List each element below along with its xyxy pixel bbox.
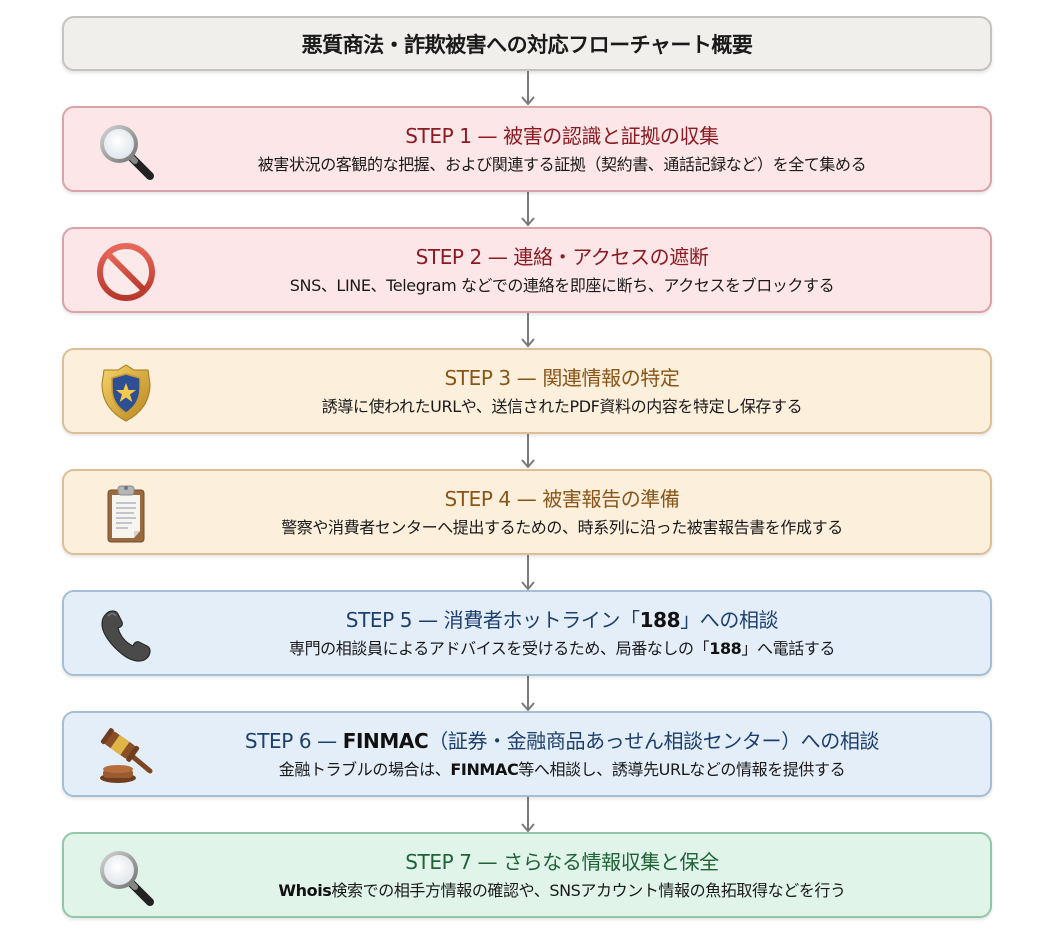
flowchart-title: 悪質商法・詐欺被害への対応フローチャート概要 [301, 32, 753, 57]
step-3-heading: STEP 3 — 関連情報の特定 [444, 366, 680, 390]
prohibited-icon [94, 241, 158, 303]
step-3-box: STEP 3 — 関連情報の特定 誘導に使われたURLや、送信されたPDF資料の… [62, 348, 992, 434]
flowchart-title-box: 悪質商法・詐欺被害への対応フローチャート概要 [62, 16, 992, 71]
connector-1 [527, 192, 529, 224]
step-1-description: 被害状況の客観的な把握、および関連する証拠（契約書、通話記録など）を全て集める [257, 155, 867, 174]
connector-5 [527, 676, 529, 709]
arrow-down-icon [521, 459, 535, 469]
connector-2 [527, 313, 529, 345]
step-2-heading: STEP 2 — 連絡・アクセスの遮断 [415, 245, 709, 269]
arrow-down-icon [521, 96, 535, 106]
arrow-down-icon [521, 823, 535, 833]
step-5-heading: STEP 5 — 消費者ホットライン「188」への相談 [345, 608, 779, 632]
step-6-description: 金融トラブルの場合は、FINMAC等へ相談し、誘導先URLなどの情報を提供する [278, 760, 846, 779]
step-6-heading: STEP 6 — FINMAC（証券・金融商品あっせん相談センター）への相談 [244, 729, 880, 753]
gavel-icon [94, 725, 158, 787]
arrow-down-icon [521, 217, 535, 227]
step-1-heading: STEP 1 — 被害の認識と証拠の収集 [405, 124, 719, 148]
connector-6 [527, 797, 529, 830]
telephone-icon [94, 604, 158, 666]
magnifying-glass-icon [94, 846, 158, 908]
step-4-description: 警察や消費者センターへ提出するための、時系列に沿った被害報告書を作成する [281, 518, 843, 537]
connector-0 [527, 71, 529, 103]
step-5-box: STEP 5 — 消費者ホットライン「188」への相談 専門の相談員によるアドバ… [62, 590, 992, 676]
arrow-down-icon [521, 702, 535, 712]
step-7-heading: STEP 7 — さらなる情報収集と保全 [405, 850, 719, 874]
step-7-description: Whois検索での相手方情報の確認や、SNSアカウント情報の魚拓取得などを行う [278, 881, 846, 900]
connector-4 [527, 555, 529, 588]
police-badge-icon [94, 362, 158, 424]
step-7-box: STEP 7 — さらなる情報収集と保全 Whois検索での相手方情報の確認や、… [62, 832, 992, 918]
magnifying-glass-icon [94, 120, 158, 182]
step-1-box: STEP 1 — 被害の認識と証拠の収集 被害状況の客観的な把握、および関連する… [62, 106, 992, 192]
arrow-down-icon [521, 581, 535, 591]
clipboard-icon [94, 483, 158, 545]
step-5-description: 専門の相談員によるアドバイスを受けるため、局番なしの「188」へ電話する [288, 639, 836, 658]
step-4-heading: STEP 4 — 被害報告の準備 [444, 487, 680, 511]
step-3-description: 誘導に使われたURLや、送信されたPDF資料の内容を特定し保存する [321, 397, 803, 416]
connector-3 [527, 434, 529, 466]
step-2-description: SNS、LINE、Telegram などでの連絡を即座に断ち、アクセスをブロック… [289, 276, 835, 295]
arrow-down-icon [521, 338, 535, 348]
step-4-box: STEP 4 — 被害報告の準備 警察や消費者センターへ提出するための、時系列に… [62, 469, 992, 555]
step-2-box: STEP 2 — 連絡・アクセスの遮断 SNS、LINE、Telegram など… [62, 227, 992, 313]
step-6-box: STEP 6 — FINMAC（証券・金融商品あっせん相談センター）への相談 金… [62, 711, 992, 797]
